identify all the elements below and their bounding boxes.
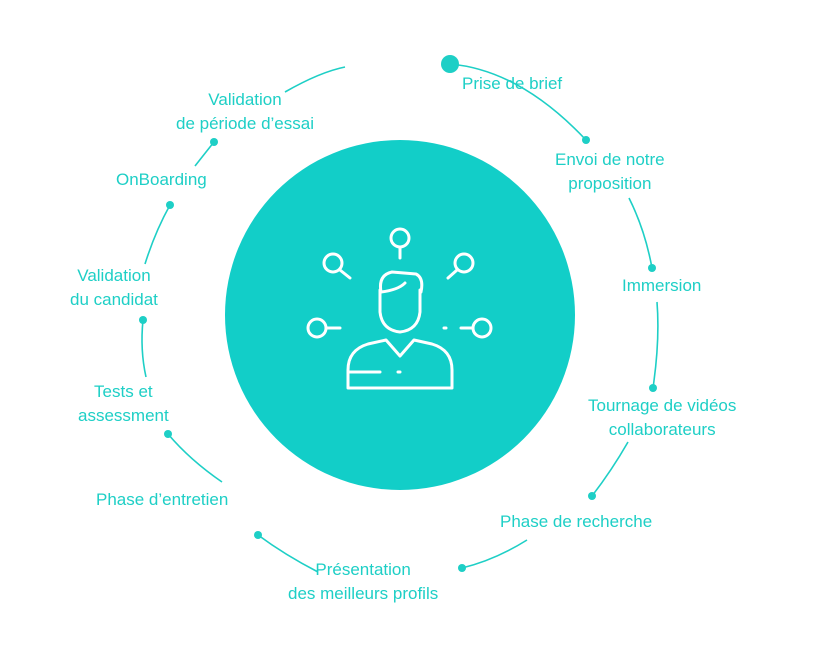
step-validation-periode-essai: Validation de période d’essai [176, 88, 314, 136]
node-candidat [139, 316, 147, 324]
step-tournage-videos-line-1: Tournage de vidéos [588, 396, 737, 415]
arc-periode-end [284, 66, 346, 93]
step-presentation-profils: Présentation des meilleurs profils [288, 558, 438, 606]
step-validation-candidat-line-2: du candidat [70, 290, 158, 309]
arc-tournage-recherche [591, 441, 629, 497]
node-tournage [649, 384, 657, 392]
step-phase-recherche-line-1: Phase de recherche [500, 512, 653, 531]
step-onboarding: OnBoarding [116, 168, 207, 192]
node-proposition [582, 136, 590, 144]
step-envoi-proposition: Envoi de notre proposition [555, 148, 665, 196]
arc-immersion-tournage [652, 301, 659, 389]
node-presentation [458, 564, 466, 572]
step-immersion-line-1: Immersion [622, 276, 702, 295]
arc-entretien-tests [167, 433, 223, 483]
step-prise-de-brief: Prise de brief [462, 72, 562, 96]
ring-arcs [141, 63, 659, 573]
step-validation-candidat-line-1: Validation [77, 266, 151, 285]
arc-candidat-onboarding [144, 204, 171, 265]
step-immersion: Immersion [622, 274, 701, 298]
arc-recherche-presentation [461, 539, 528, 569]
node-onboarding [166, 201, 174, 209]
step-tests-assessment-line-2: assessment [78, 406, 169, 425]
arc-brief-proposition [449, 63, 587, 141]
arc-onboarding-periode [194, 141, 215, 167]
start-node [441, 55, 459, 73]
ring-nodes [139, 55, 657, 572]
step-validation-periode-essai-line-2: de période d’essai [176, 114, 314, 133]
step-tournage-videos-line-2: collaborateurs [608, 420, 716, 439]
step-onboarding-line-1: OnBoarding [116, 170, 207, 189]
step-prise-de-brief-line-1: Prise de brief [462, 74, 563, 93]
arc-presentation-entretien [257, 534, 319, 573]
step-presentation-profils-line-2: des meilleurs profils [288, 584, 439, 603]
step-phase-entretien-line-1: Phase d’entretien [96, 490, 229, 509]
node-entretien [254, 531, 262, 539]
step-envoi-proposition-line-2: proposition [568, 174, 652, 193]
node-periode [210, 138, 218, 146]
node-recherche [588, 492, 596, 500]
arc-tests-candidat [141, 319, 147, 378]
person-with-magnifiers-icon [306, 227, 493, 390]
step-validation-candidat: Validation du candidat [70, 264, 158, 312]
step-presentation-profils-line-1: Présentation [315, 560, 411, 579]
step-tests-assessment-line-1: Tests et [94, 382, 153, 401]
step-phase-recherche: Phase de recherche [500, 510, 652, 534]
node-tests [164, 430, 172, 438]
step-envoi-proposition-line-1: Envoi de notre [555, 150, 665, 169]
step-tests-assessment: Tests et assessment [78, 380, 169, 428]
center-disc [225, 140, 575, 490]
step-phase-entretien: Phase d’entretien [96, 488, 228, 512]
node-immersion [648, 264, 656, 272]
arc-proposition-immersion [628, 197, 653, 269]
step-tournage-videos: Tournage de vidéos collaborateurs [588, 394, 736, 442]
step-validation-periode-essai-line-1: Validation [208, 90, 282, 109]
